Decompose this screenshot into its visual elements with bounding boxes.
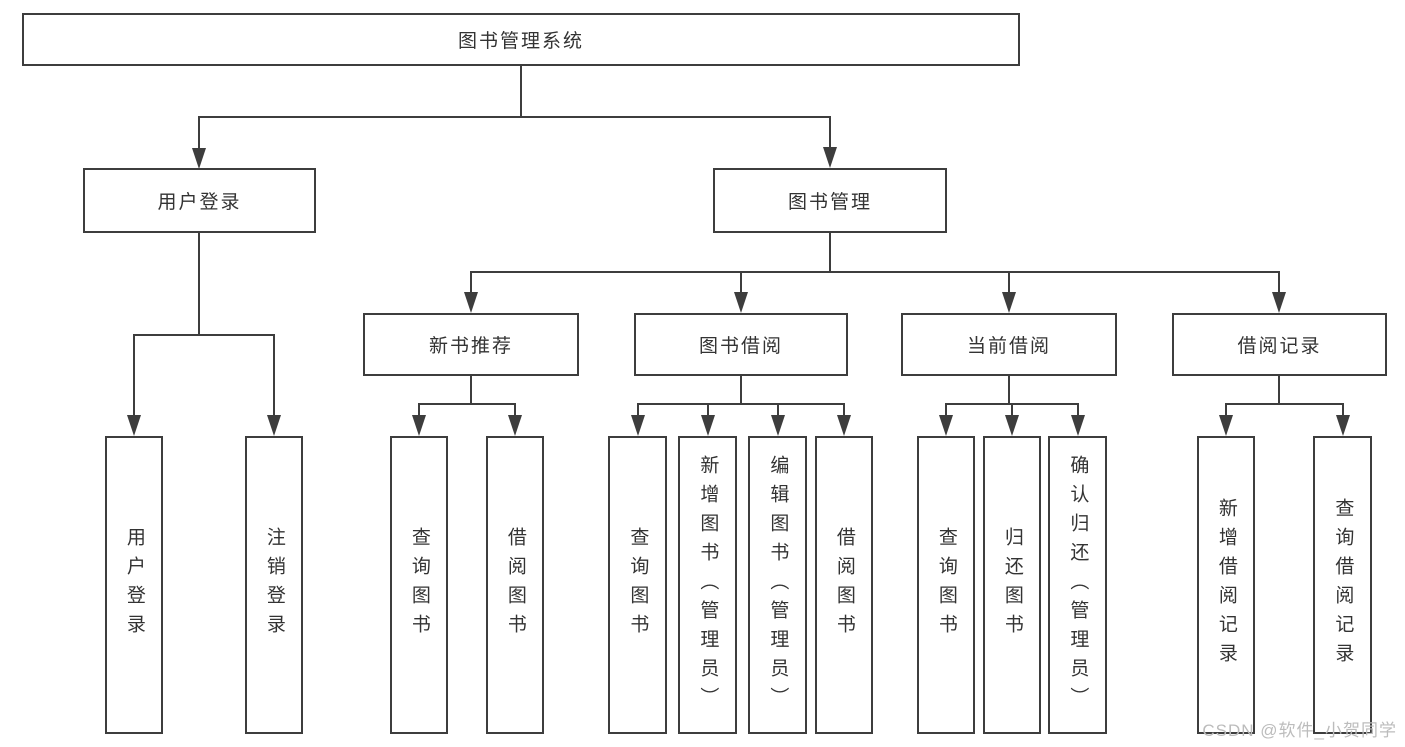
node-new-book-recommend: 新书推荐	[363, 313, 579, 376]
arrowhead	[508, 415, 522, 436]
arrowhead	[701, 415, 715, 436]
node-root-label: 图书管理系统	[457, 31, 584, 52]
arrowhead	[267, 415, 281, 436]
arrowhead	[771, 415, 785, 436]
node-book-borrow: 图书借阅	[634, 313, 848, 376]
node-borrow-records: 借阅记录	[1172, 313, 1387, 376]
arrowhead	[837, 415, 851, 436]
edges-user-login	[127, 232, 281, 436]
leaf-add-books-admin-label: 新增图书（管理员）	[697, 454, 719, 716]
edges-current-borrow	[939, 375, 1085, 436]
leaf-user-login-label: 用户登录	[123, 527, 145, 643]
arrowhead	[823, 147, 837, 168]
arrowhead	[734, 292, 748, 313]
arrowhead	[1336, 415, 1350, 436]
leaf-confirm-return-admin: 确认归还（管理员）	[1048, 436, 1107, 734]
leaf-logout-label: 注销登录	[263, 527, 285, 643]
edges-borrow-records	[1219, 375, 1350, 436]
arrowhead	[939, 415, 953, 436]
leaf-return-books: 归还图书	[983, 436, 1041, 734]
arrowhead	[1071, 415, 1085, 436]
leaf-query-books-3-label: 查询图书	[935, 527, 957, 643]
leaf-logout: 注销登录	[245, 436, 303, 734]
leaf-confirm-return-admin-label: 确认归还（管理员）	[1067, 454, 1089, 716]
node-current-borrow-label: 当前借阅	[966, 336, 1051, 357]
node-current-borrow: 当前借阅	[901, 313, 1117, 376]
node-book-management: 图书管理	[713, 168, 947, 233]
arrowhead	[1002, 292, 1016, 313]
arrowhead	[192, 148, 206, 169]
node-book-management-label: 图书管理	[787, 192, 872, 213]
arrowhead	[1005, 415, 1019, 436]
node-user-login-label: 用户登录	[157, 192, 242, 213]
node-book-borrow-label: 图书借阅	[698, 336, 783, 357]
leaf-edit-books-admin: 编辑图书（管理员）	[748, 436, 807, 734]
arrowhead	[631, 415, 645, 436]
leaf-user-login: 用户登录	[105, 436, 163, 734]
edges-root	[192, 65, 837, 169]
leaf-add-books-admin: 新增图书（管理员）	[678, 436, 737, 734]
leaf-borrow-books-1-label: 借阅图书	[504, 527, 526, 643]
leaf-query-borrow-record: 查询借阅记录	[1313, 436, 1372, 734]
arrowhead	[127, 415, 141, 436]
leaf-edit-books-admin-label: 编辑图书（管理员）	[767, 454, 789, 716]
leaf-query-books-1: 查询图书	[390, 436, 448, 734]
leaf-query-books-3: 查询图书	[917, 436, 975, 734]
leaf-add-borrow-record: 新增借阅记录	[1197, 436, 1255, 734]
arrowhead	[1219, 415, 1233, 436]
leaf-borrow-books-2: 借阅图书	[815, 436, 873, 734]
csdn-watermark: CSDN @软件_小贺同学	[1202, 721, 1397, 740]
arrowhead	[1272, 292, 1286, 313]
node-new-book-recommend-label: 新书推荐	[428, 336, 513, 357]
edges-book-borrow	[631, 375, 851, 436]
node-user-login: 用户登录	[83, 168, 316, 233]
leaf-query-books-2: 查询图书	[608, 436, 667, 734]
leaf-add-borrow-record-label: 新增借阅记录	[1215, 498, 1237, 672]
edges-book-management	[464, 232, 1286, 313]
leaf-return-books-label: 归还图书	[1001, 527, 1023, 643]
leaf-borrow-books-1: 借阅图书	[486, 436, 544, 734]
leaf-borrow-books-2-label: 借阅图书	[833, 527, 855, 643]
edges-new-book	[412, 375, 522, 436]
leaf-query-borrow-record-label: 查询借阅记录	[1332, 498, 1354, 672]
arrowhead	[412, 415, 426, 436]
node-borrow-records-label: 借阅记录	[1237, 336, 1322, 357]
arrowhead	[464, 292, 478, 313]
leaf-query-books-1-label: 查询图书	[408, 527, 430, 643]
node-root: 图书管理系统	[22, 13, 1020, 66]
leaf-query-books-2-label: 查询图书	[627, 527, 649, 643]
